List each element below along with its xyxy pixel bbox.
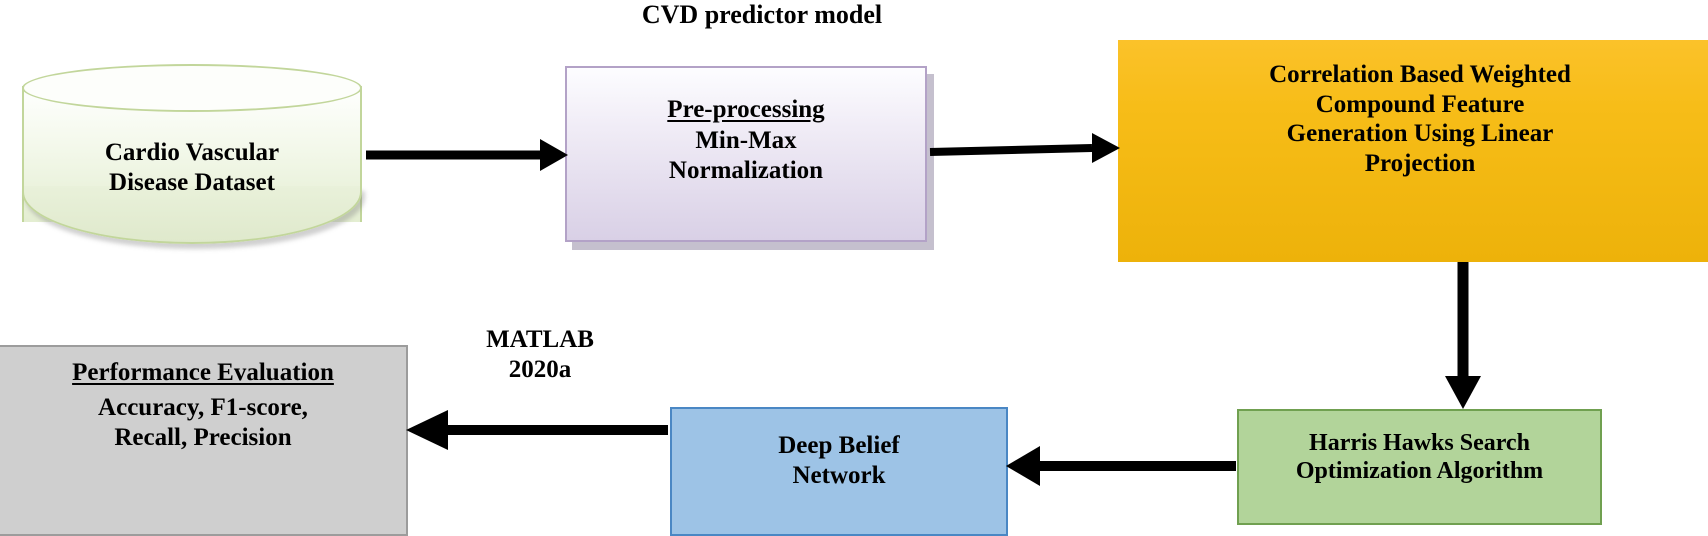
matlab-version-annotation: MATLAB 2020a (486, 326, 594, 383)
node-preprocess-heading: Pre-processing (667, 96, 825, 123)
node-preprocess-body: Min-Max Normalization (668, 127, 824, 184)
node-evaluation: Performance Evaluation Accuracy, F1-scor… (0, 345, 408, 536)
arrow-optimizer-to-network (1006, 446, 1236, 486)
node-database: Cardio Vascular Disease Dataset (22, 64, 364, 244)
node-optimizer-label: Harris Hawks Search Optimization Algorit… (1295, 430, 1544, 485)
node-network: Deep Belief Network (670, 407, 1008, 536)
arrow-database-to-preprocess (366, 139, 568, 171)
cylinder-top-ellipse (22, 64, 362, 112)
node-evaluation-heading: Performance Evaluation (72, 359, 334, 386)
node-database-label: Cardio Vascular Disease Dataset (104, 139, 280, 196)
node-evaluation-body: Accuracy, F1-score, Recall, Precision (98, 394, 308, 451)
node-preprocess-text: Pre-processing Min-Max Normalization (567, 96, 925, 186)
arrow-feature-generation-to-optimizer (1445, 262, 1481, 409)
arrow-preprocess-to-feature-generation (929, 133, 1120, 163)
page-title: CVD predictor model (641, 0, 883, 29)
node-optimizer: Harris Hawks Search Optimization Algorit… (1237, 409, 1602, 525)
node-feature-generation-label: Correlation Based Weighted Compound Feat… (1269, 61, 1571, 177)
node-network-label: Deep Belief Network (778, 432, 900, 489)
node-preprocess: Pre-processing Min-Max Normalization (565, 66, 927, 242)
arrow-network-to-evaluation (406, 410, 668, 450)
node-feature-generation: Correlation Based Weighted Compound Feat… (1118, 40, 1708, 262)
